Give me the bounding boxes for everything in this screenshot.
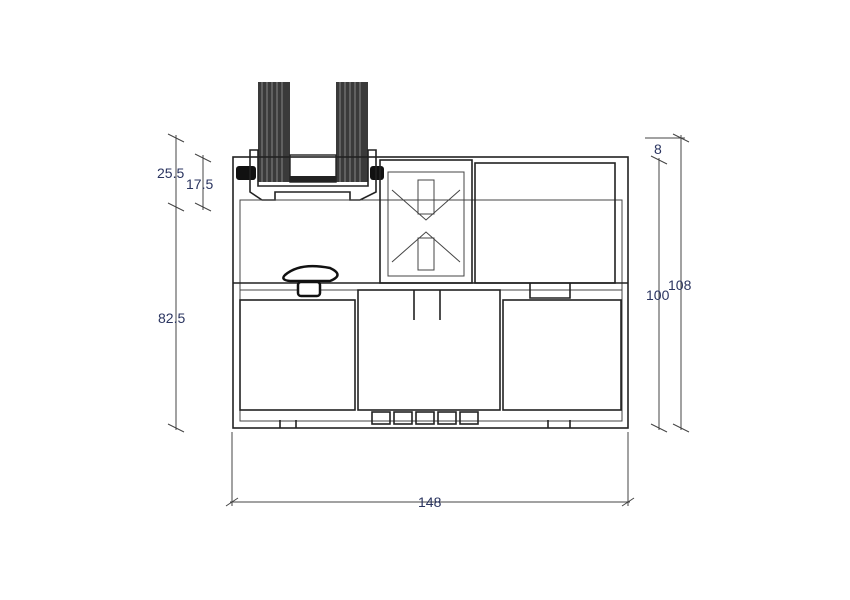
lower-middle-chamber	[357, 289, 501, 411]
bottom-drainage-slots	[371, 411, 479, 425]
dimension-label-17-5: 17.5	[186, 176, 213, 192]
upper-right-chamber	[474, 162, 616, 284]
center-seal	[282, 264, 339, 283]
frame-outline	[232, 156, 629, 429]
thermal-break-chamber	[379, 159, 473, 284]
glass-unit	[258, 82, 368, 183]
glass-pane-left	[258, 82, 290, 182]
dimension-label-8: 8	[654, 141, 662, 157]
lower-left-chamber	[239, 299, 356, 411]
gasket-left	[236, 166, 256, 180]
lower-right-chamber	[502, 299, 622, 411]
dimension-label-148: 148	[418, 494, 442, 510]
dimension-label-100: 100	[646, 287, 670, 303]
dimension-label-108: 108	[668, 277, 692, 293]
dimension-label-82-5: 82.5	[158, 310, 185, 326]
gasket-right	[370, 166, 384, 180]
dimension-lines	[167, 133, 690, 507]
glass-pane-right	[336, 82, 368, 182]
dimension-label-25-5: 25.5	[157, 165, 184, 181]
